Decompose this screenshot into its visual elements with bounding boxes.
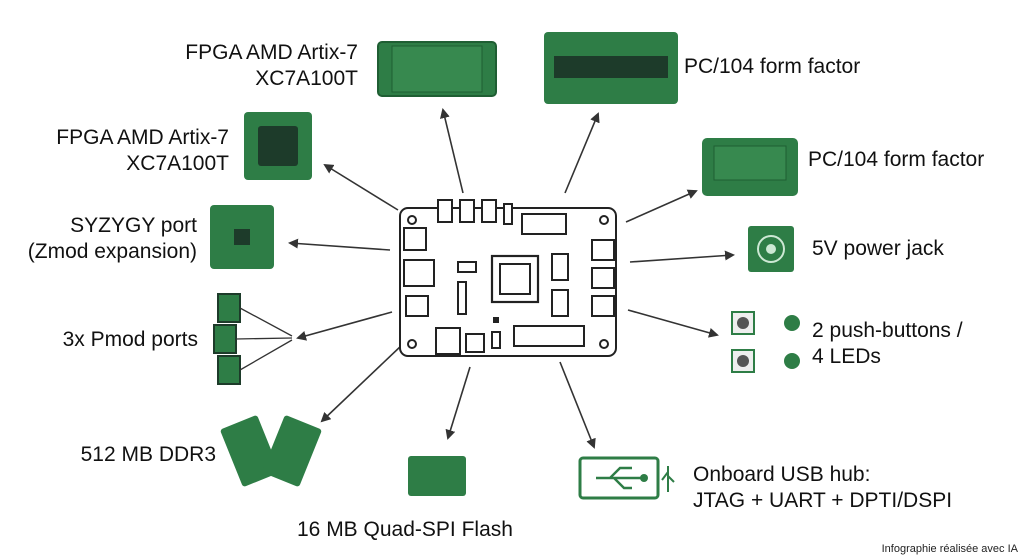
arrow-syzygy [288,238,391,251]
arrow-fpga-left [323,163,399,211]
label-power: 5V power jack [812,237,944,260]
arrow-buttons [627,309,719,338]
label-fpga-left: FPGA AMD Artix-7 XC7A100T [56,126,229,175]
pc104-header-icon [702,138,798,196]
development-board [399,199,617,357]
label-pmod: 3x Pmod ports [62,328,198,351]
pmod-connectors-icon [213,293,293,385]
pc104-connector-icon [544,32,678,104]
arrow-ddr3 [320,344,403,423]
pga-chip-icon [377,41,497,97]
usb-hub-icon [578,456,675,500]
label-pc104-top: PC/104 form factor [684,55,861,78]
label-buttons: 2 push-buttons / 4 LEDs [812,319,963,368]
label-syzygy: SYZYGY port (Zmod expansion) [27,214,197,263]
arrow-usb [559,361,596,449]
label-ddr3: 512 MB DDR3 [80,443,216,466]
arrow-fpga-top [440,108,464,194]
flash-chip-icon [408,456,466,496]
bga-chip-icon [210,205,274,269]
buttons-leds-icon [731,311,800,373]
qfp-chip-icon [244,112,312,180]
label-pc104-right: PC/104 form factor [808,148,985,171]
arrow-power [629,250,735,263]
arrow-pmod [296,311,393,341]
label-flash: 16 MB Quad-SPI Flash [297,518,513,541]
ram-modules-icon [220,415,322,487]
arrow-pc104-right [625,189,698,223]
arrow-flash [445,366,471,440]
arrow-pc104-top [564,112,600,194]
label-usb: Onboard USB hub: JTAG + UART + DPTI/DSPI [693,463,953,512]
label-fpga-top: FPGA AMD Artix-7 XC7A100T [185,41,358,90]
connection-arrows [288,108,735,449]
power-jack-icon [748,226,794,272]
ai-credit: Infographie réalisée avec IA [881,543,1018,555]
